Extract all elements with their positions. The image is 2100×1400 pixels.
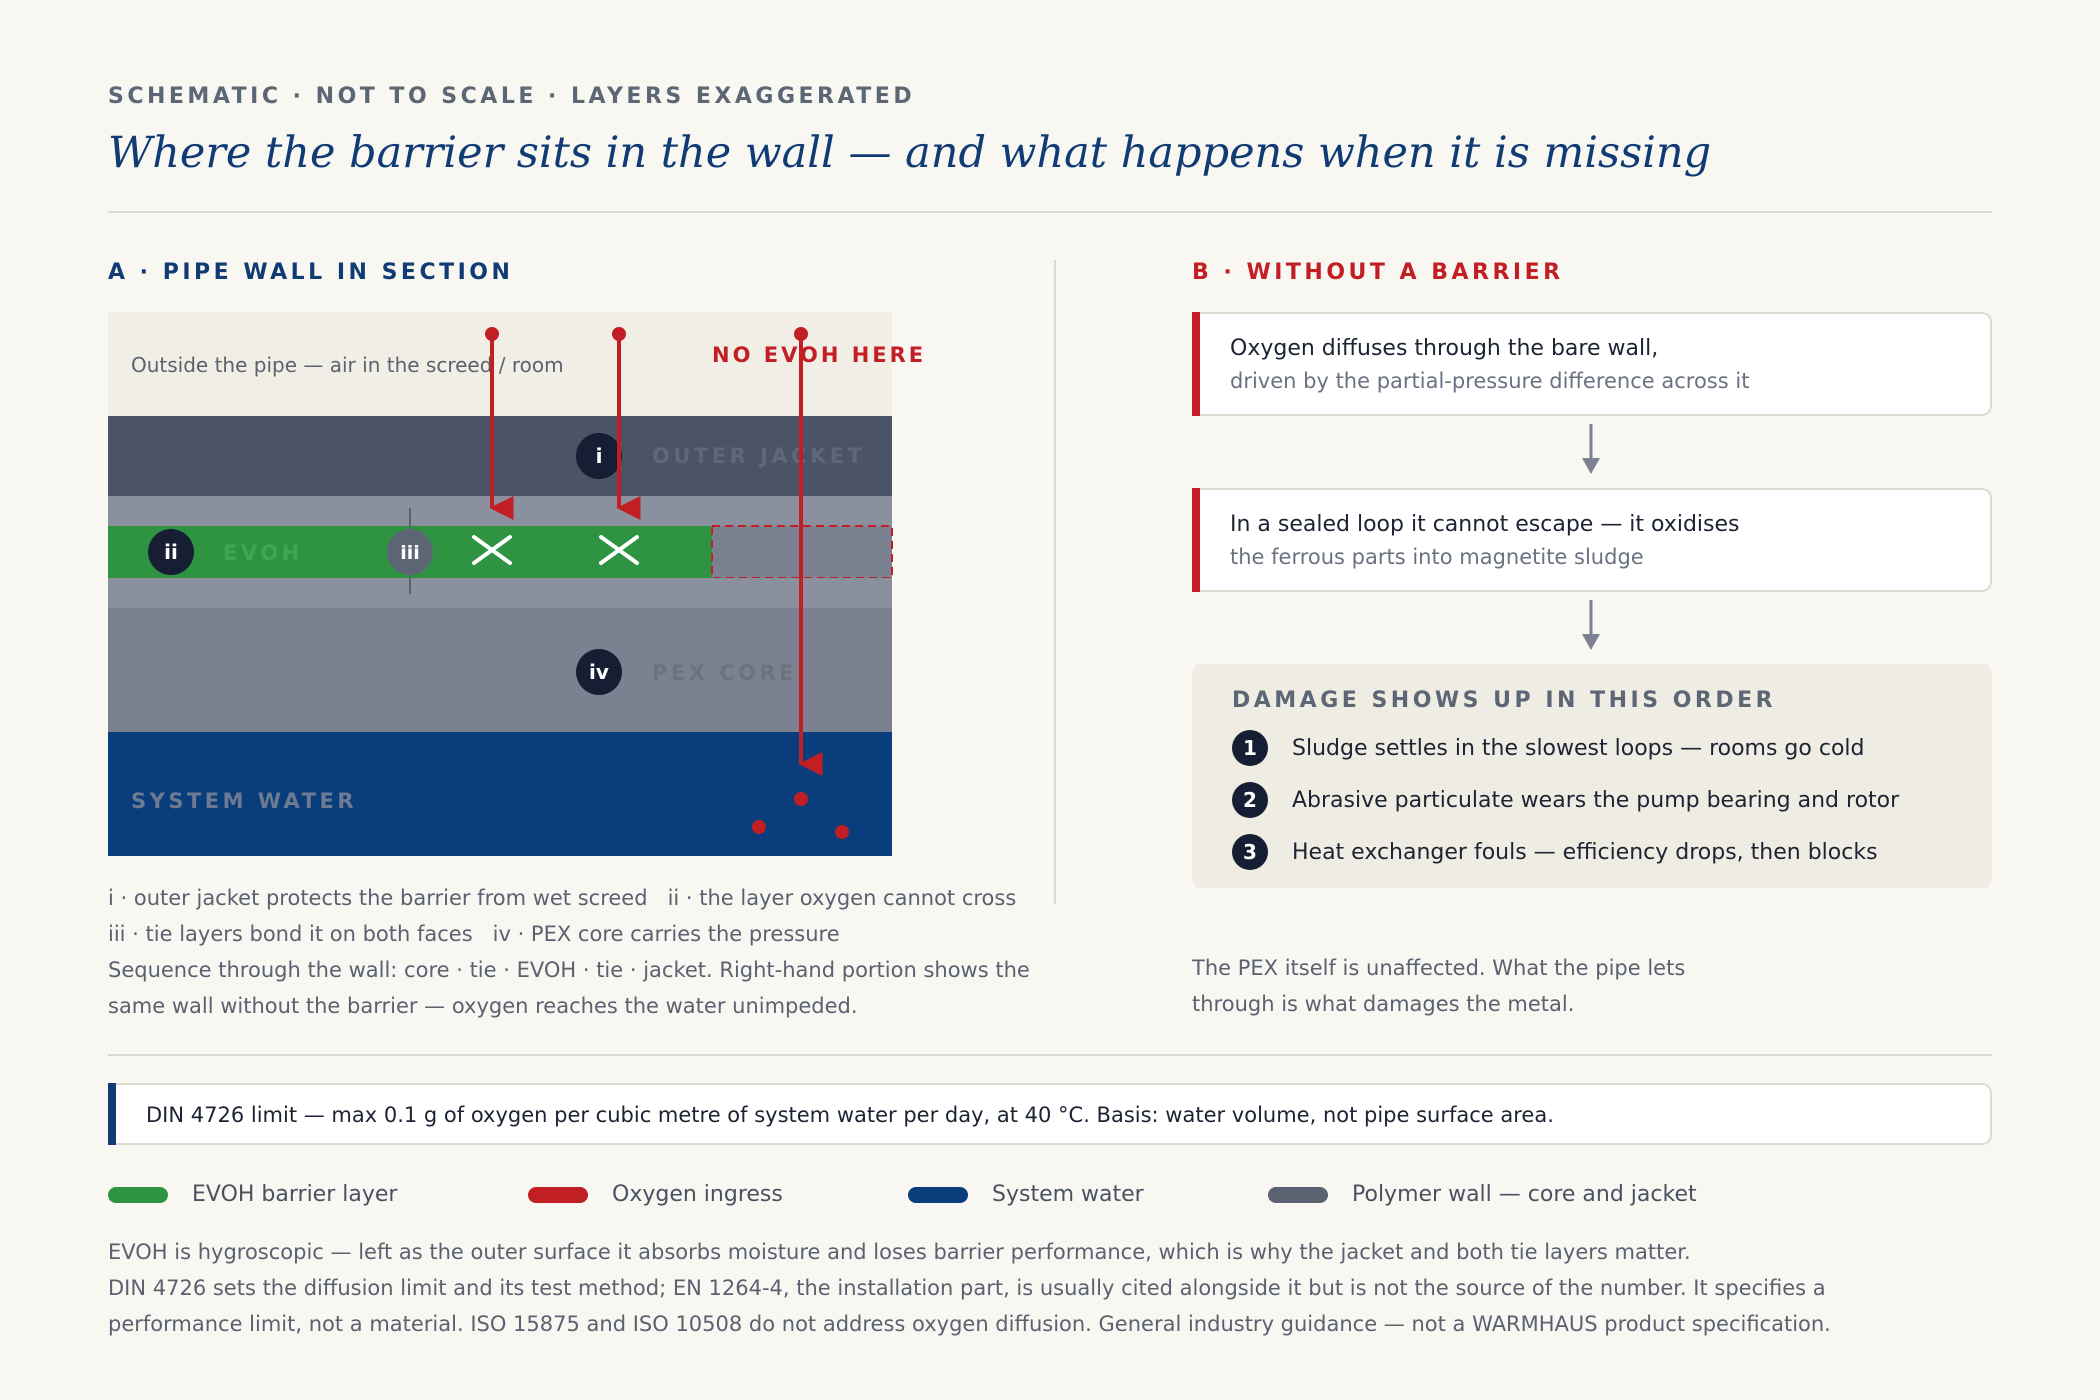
pex-note: The PEX itself is unaffected. What the p… (1192, 950, 1992, 1022)
damage-item: 2 Abrasive particulate wears the pump be… (1232, 782, 1992, 818)
damage-item: 3 Heat exchanger fouls — efficiency drop… (1232, 834, 1992, 870)
legend-swatch (528, 1186, 588, 1203)
marker-iv-label: iv (589, 660, 609, 684)
legend-label: System water (992, 1182, 1144, 1207)
oxidation-card: In a sealed loop it cannot escape — it o… (1192, 488, 1992, 592)
column-divider (1054, 260, 1056, 904)
kicker: SCHEMATIC · NOT TO SCALE · LAYERS EXAGGE… (108, 84, 916, 109)
outside-label: Outside the pipe — air in the screed / r… (131, 353, 564, 377)
legend: EVOH barrier layer Oxygen ingress System… (0, 1182, 2100, 1216)
pex-note-line1: The PEX itself is unaffected. What the p… (1192, 956, 1686, 980)
page-title: Where the barrier sits in the wall — and… (108, 128, 1712, 178)
damage-item: 1 Sludge settles in the slowest loops — … (1232, 730, 1992, 766)
damage-heading: DAMAGE SHOWS UP IN THIS ORDER (1232, 688, 1777, 713)
outer-jacket-layer (108, 416, 892, 496)
damage-number: 2 (1232, 782, 1268, 818)
oxidation-card-line2: the ferrous parts into magnetite sludge (1230, 545, 1644, 569)
oxygen-particle (752, 820, 766, 834)
section-a-notes: i · outer jacket protects the barrier fr… (108, 880, 1068, 1024)
marker-iii-label: iii (400, 542, 420, 564)
legend-label: Oxygen ingress (612, 1182, 783, 1207)
top-divider (108, 211, 1992, 213)
oxygen-particle (835, 825, 849, 839)
marker-iii (387, 529, 433, 575)
diffusion-card-line2: driven by the partial-pressure differenc… (1230, 369, 1750, 393)
note-sequence: Sequence through the wall: core · tie · … (108, 958, 1030, 982)
damage-number: 1 (1232, 730, 1268, 766)
section-b-heading: B · WITHOUT A BARRIER (1192, 260, 1564, 285)
footer-line: performance limit, not a material. ISO 1… (108, 1312, 1831, 1336)
note-sequence-cont: same wall without the barrier — oxygen r… (108, 994, 858, 1018)
flow-arrow-down-icon (1582, 600, 1600, 650)
blocked-x-icon-2 (599, 535, 639, 565)
legend-item-evoh: EVOH barrier layer (108, 1182, 397, 1207)
oxidation-card-line1: In a sealed loop it cannot escape — it o… (1230, 512, 1740, 537)
legend-item-water: System water (908, 1182, 1144, 1207)
marker-ii-label: ii (164, 540, 178, 564)
note-iv: iv · PEX core carries the pressure (492, 922, 840, 946)
damage-text: Abrasive particulate wears the pump bear… (1292, 787, 1900, 813)
legend-swatch (108, 1186, 168, 1203)
damage-panel: DAMAGE SHOWS UP IN THIS ORDER 1 Sludge s… (1192, 664, 1992, 888)
legend-item-oxygen: Oxygen ingress (528, 1182, 783, 1207)
footer-notes: EVOH is hygroscopic — left as the outer … (108, 1234, 2008, 1342)
note-ii: ii · the layer oxygen cannot cross (667, 886, 1017, 910)
flow-arrow-down-icon (1582, 424, 1600, 474)
legend-swatch (1268, 1186, 1328, 1203)
pex-core-label: PEX CORE (652, 661, 797, 685)
middle-divider (108, 1054, 1992, 1056)
footer-line: EVOH is hygroscopic — left as the outer … (108, 1240, 1691, 1264)
pex-core-layer (108, 608, 892, 732)
section-a-heading: A · PIPE WALL IN SECTION (108, 260, 514, 285)
damage-text: Sludge settles in the slowest loops — ro… (1292, 735, 1865, 761)
evoh-label: EVOH (223, 541, 303, 565)
system-water-label: SYSTEM WATER (131, 789, 357, 813)
marker-i-label: i (596, 444, 603, 468)
damage-text: Heat exchanger fouls — efficiency drops,… (1292, 839, 1878, 865)
no-evoh-label: NO EVOH HERE (712, 343, 926, 367)
legend-swatch (908, 1186, 968, 1203)
marker-ii (148, 529, 194, 575)
footer-line: DIN 4726 sets the diffusion limit and it… (108, 1276, 1826, 1300)
pipe-wall-diagram: Outside the pipe — air in the screed / r… (108, 312, 923, 856)
outer-jacket-label: OUTER JACKET (652, 444, 865, 468)
pex-note-line2: through is what damages the metal. (1192, 992, 1575, 1016)
diffusion-card-line1: Oxygen diffuses through the bare wall, (1230, 336, 1659, 361)
legend-label: Polymer wall — core and jacket (1352, 1182, 1697, 1207)
din-limit-callout: DIN 4726 limit — max 0.1 g of oxygen per… (108, 1083, 1992, 1145)
marker-i (576, 433, 622, 479)
tie-layer-lower (108, 578, 892, 608)
system-water-zone (108, 732, 892, 856)
note-iii: iii · tie layers bond it on both faces (108, 922, 473, 946)
oxygen-particle (794, 792, 808, 806)
damage-number: 3 (1232, 834, 1268, 870)
legend-item-polymer: Polymer wall — core and jacket (1268, 1182, 1697, 1207)
legend-label: EVOH barrier layer (192, 1182, 398, 1207)
diffusion-card: Oxygen diffuses through the bare wall, d… (1192, 312, 1992, 416)
marker-iv (576, 649, 622, 695)
tie-layer-upper (108, 496, 892, 526)
note-i: i · outer jacket protects the barrier fr… (108, 886, 648, 910)
outside-air-zone (108, 312, 892, 416)
blocked-x-icon (472, 535, 512, 565)
